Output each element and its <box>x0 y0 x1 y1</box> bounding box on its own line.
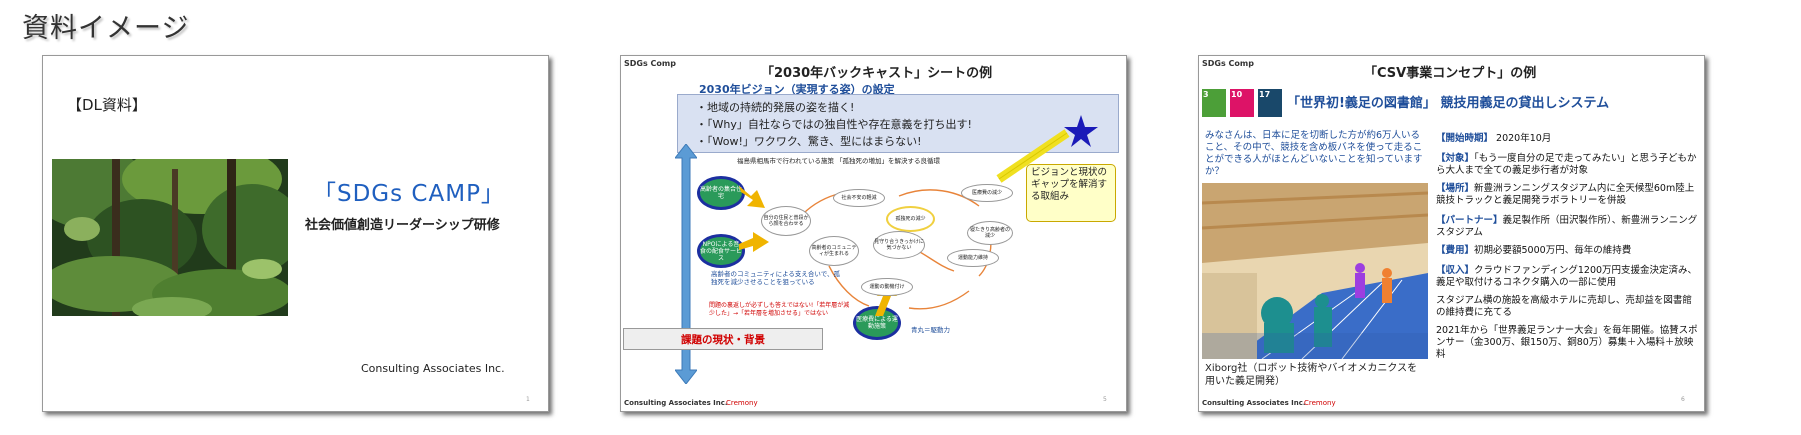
vision-line: ・「Why」自社ならではの独自性や存在意義を打ち出す! <box>696 118 972 131</box>
detail-item: 【開始時期】 2020年10月 <box>1436 133 1552 144</box>
page-number: 5 <box>1103 396 1107 403</box>
cycle-node: 社会不安の軽減 <box>833 189 885 207</box>
concept-headline: 「世界初!義足の図書館」 競技用義足の貸出しシステム <box>1287 96 1610 111</box>
cycle-node: 運動の動機付け <box>861 278 913 296</box>
slide-thumbnail-3[interactable]: SDGs Comp 「CSV事業コンセプト」の例 3 10 17 「世界初!義足… <box>1198 55 1705 412</box>
slide-brand: SDGs Comp <box>624 59 676 68</box>
vision-heading: 2030年ビジョン（実現する姿）の設定 <box>699 83 895 96</box>
driver-oval: 医療費による運動施策 <box>853 306 901 340</box>
vision-line: ・「Wow!」ワクワク、驚き、型にはまらない! <box>696 135 922 148</box>
sdg-3-icon: 3 <box>1202 89 1226 117</box>
slide-title: 「SDGs CAMP」 <box>313 181 505 207</box>
gap-note: ビジョンと現状のギャップを解消する取組み <box>1026 164 1116 222</box>
slide-title: 「2030年バックキャスト」シートの例 <box>761 66 993 81</box>
driver-oval: NPOによる音食の配食サービス <box>697 234 745 268</box>
detail-item: 【収入】クラウドファンディング1200万円支援金決定済み、義足や取付けるコネクタ… <box>1436 265 1698 288</box>
measure-label: 福島県相馬市で行われている施策 「孤独死の増加」を解決する良循環 <box>737 157 941 165</box>
forest-photo <box>52 159 288 316</box>
slide-title: 「CSV事業コンセプト」の例 <box>1364 66 1537 81</box>
intro-text: みなさんは、日本に足を切断した方が約6万人いること、その中で、競技を含め板バネを… <box>1205 130 1423 177</box>
vision-line: ・地域の持続的発展の姿を描く! <box>696 101 855 114</box>
cycle-node: 見守り合うきっかけに気づかない <box>873 231 925 259</box>
gap-arrow-icon <box>996 115 1098 183</box>
slide-tag: 【DL資料】 <box>67 96 147 114</box>
cycle-node: 孤独死の減少 <box>886 206 935 232</box>
sdg-17-icon: 17 <box>1258 89 1282 117</box>
detail-item: 2021年から「世界義足ランナー大会」を毎年開催。協賛スポンサー（金300万、銀… <box>1436 325 1698 360</box>
driver-legend: 青丸＝駆動力 <box>911 326 950 334</box>
question-text: 問題の裏返しが必ずしも答えではない!「若年層が減少した」→「若年層を増加させる」… <box>709 302 850 317</box>
cycle-node: 高齢者のコミュニティが生まれる <box>809 236 859 266</box>
detail-item: 【パートナー】義足製作所（田沢製作所）、新豊洲ランニングスタジアム <box>1436 215 1698 238</box>
community-text: 高齢者のコミュニティによる支え合いで、孤独死を減少させることを狙っている <box>711 270 840 286</box>
footer-brand: Consulting Associates Inc. <box>1202 399 1306 407</box>
company-name: Consulting Associates Inc. <box>361 362 505 375</box>
footer-brand: Consulting Associates Inc. <box>624 399 728 407</box>
slide-subtitle: 社会価値創造リーダーシップ研修 <box>305 218 500 233</box>
footer-mark: Cremony <box>1304 399 1336 407</box>
slide-thumbnail-2[interactable]: SDGs Comp 「2030年バックキャスト」シートの例 2030年ビジョン（… <box>620 55 1127 412</box>
cycle-node: 運動能力維持 <box>947 249 999 267</box>
detail-item: スタジアム横の施設を高級ホテルに売却し、売却益を図書館の維持費に充てる <box>1436 295 1692 318</box>
page-number: 6 <box>1681 396 1685 403</box>
page-heading: 資料イメージ <box>22 13 190 44</box>
slide-brand: SDGs Comp <box>1202 59 1254 68</box>
driver-oval: 高齢者の集合住宅 <box>697 176 745 210</box>
stadium-photo <box>1202 183 1428 359</box>
cycle-node: 寝たきり高齢者の減少 <box>967 221 1013 245</box>
issue-box: 課題の現状・背景 <box>623 328 823 350</box>
detail-item: 【対象】「もう一度自分の足で走ってみたい」と思う子どもから大人まで全ての義足歩行… <box>1436 153 1697 176</box>
cycle-node: 自分の住民と普段から顔を合わせる <box>761 206 811 236</box>
cycle-node: 医療費の減少 <box>961 184 1013 202</box>
sdg-10-icon: 10 <box>1230 89 1254 117</box>
footer-mark: Cremony <box>726 399 758 407</box>
detail-item: 【場所】新豊洲ランニングスタジアム内に全天候型60m陸上競技トラックと義足開発ラ… <box>1436 183 1695 206</box>
photo-caption: Xiborg社（ロボット技術やバイオメカニクスを用いた義足開発） <box>1205 363 1418 387</box>
double-arrow-icon <box>675 144 697 384</box>
page-number: 1 <box>526 396 530 403</box>
slide-thumbnail-1[interactable]: 【DL資料】 「SDGs CAMP」 社会価値創造リーダーシップ研修 Consu… <box>42 55 549 412</box>
detail-item: 【費用】初期必要額5000万円、毎年の維持費 <box>1436 245 1632 256</box>
